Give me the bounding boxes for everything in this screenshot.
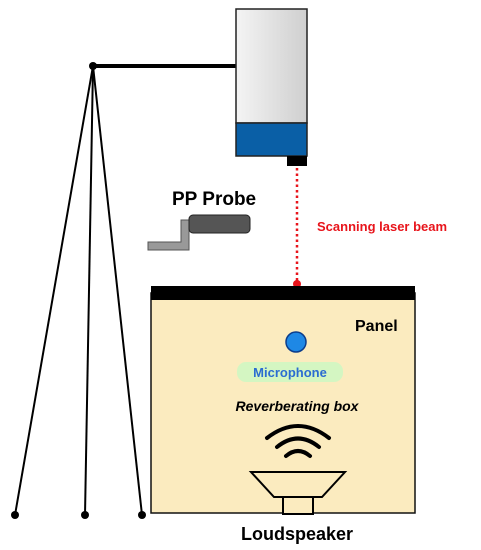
microphone-label-glow [237, 362, 343, 382]
probe-bracket [147, 219, 190, 251]
microphone-icon [285, 331, 307, 353]
laser-beam-label: Scanning laser beam [317, 219, 447, 234]
tripod-icon [11, 62, 237, 519]
pp-probe-label: PP Probe [172, 189, 256, 210]
loudspeaker-icon [248, 471, 348, 515]
microphone-label: Microphone [253, 365, 327, 380]
probe-body [188, 214, 251, 234]
loudspeaker-label: Loudspeaker [241, 524, 353, 544]
scanner-lens [287, 156, 307, 166]
panel-label: Panel [355, 318, 398, 335]
sound-waves-icon [265, 424, 331, 458]
scanner-base [235, 122, 308, 157]
panel-bar [151, 286, 415, 300]
pp-probe-icon [147, 214, 251, 251]
scanner-body [235, 8, 308, 124]
reverberating-box-label: Reverberating box [236, 398, 360, 414]
laser-scanner-icon [235, 8, 308, 166]
